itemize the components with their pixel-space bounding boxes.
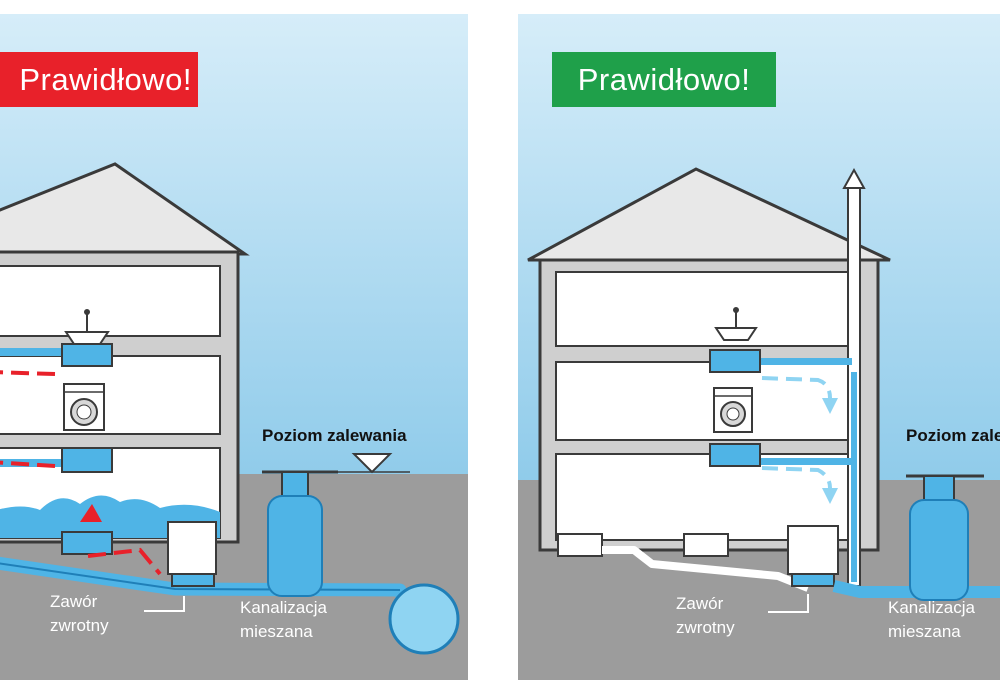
floor-drain-icon bbox=[557, 533, 603, 557]
valve-label: Zawór zwrotny bbox=[50, 590, 109, 638]
floor-drain-icon bbox=[709, 443, 761, 467]
backflow-valve-icon bbox=[171, 573, 215, 587]
basement-flood-water bbox=[0, 495, 220, 538]
panel-incorrect: Prawidłowo! Poziom zalewania Zawór zwrot… bbox=[0, 14, 468, 680]
flood-level-label: Poziom zalewania bbox=[906, 426, 1000, 445]
pipe-upper bbox=[0, 348, 65, 356]
panel-correct: Prawidłowo! Poziom zalewania Zawór zwrot… bbox=[518, 14, 1000, 680]
valve-pointer bbox=[768, 594, 809, 613]
valve-label: Zawór zwrotny bbox=[676, 592, 735, 640]
valve-label-line2: zwrotny bbox=[676, 618, 735, 637]
diagram-incorrect bbox=[0, 14, 468, 680]
banner-incorrect: Prawidłowo! bbox=[0, 52, 198, 107]
washing-machine-icon bbox=[713, 387, 753, 433]
flow-arrow-icon bbox=[822, 488, 838, 504]
valve-chamber bbox=[787, 525, 839, 575]
sewer-label: Kanalizacja mieszana bbox=[240, 596, 327, 644]
main-sewer-icon bbox=[388, 583, 460, 655]
floor-drain-icon bbox=[61, 531, 113, 555]
floor-attic bbox=[555, 271, 861, 347]
manhole-icon bbox=[906, 474, 984, 601]
floor-ground bbox=[0, 355, 221, 435]
washing-machine-icon bbox=[63, 383, 105, 431]
vent-arrow-icon bbox=[842, 167, 866, 189]
house bbox=[527, 167, 891, 552]
floor-drain-icon bbox=[61, 447, 113, 473]
floor-ground bbox=[555, 361, 861, 441]
floor-drain-icon bbox=[683, 533, 729, 557]
floor-attic bbox=[0, 265, 221, 337]
pipe-middle bbox=[736, 458, 852, 465]
pipe-upper bbox=[736, 358, 852, 365]
valve-label-line1: Zawór bbox=[676, 594, 724, 613]
stack-water bbox=[851, 372, 857, 582]
flow-arrows bbox=[761, 376, 832, 489]
roof bbox=[0, 162, 250, 256]
sewer-label-line1: Kanalizacja bbox=[240, 598, 327, 617]
valve-chamber bbox=[167, 521, 217, 575]
banner-correct: Prawidłowo! bbox=[552, 52, 776, 107]
diagram-correct bbox=[518, 14, 1000, 680]
pipe-middle bbox=[0, 459, 65, 467]
floor-drain-icon bbox=[61, 343, 113, 367]
backflow-arrows bbox=[0, 370, 162, 576]
flood-level-icon bbox=[351, 453, 393, 474]
sewer-label-line1: Kanalizacja bbox=[888, 598, 975, 617]
valve-label-line1: Zawór bbox=[50, 592, 98, 611]
valve-label-line2: zwrotny bbox=[50, 616, 109, 635]
sewer-label: Kanalizacja mieszana bbox=[888, 596, 975, 644]
flow-arrow-icon bbox=[822, 398, 838, 414]
floor-drain-icon bbox=[709, 349, 761, 373]
basement-pipe bbox=[602, 546, 810, 592]
sink-icon bbox=[714, 307, 758, 341]
danger-arrow-icon bbox=[80, 504, 102, 522]
sewer-label-line2: mieszana bbox=[240, 622, 313, 641]
sewer-pipe-edge bbox=[0, 562, 401, 591]
sewer-label-line2: mieszana bbox=[888, 622, 961, 641]
flood-level-label: Poziom zalewania bbox=[262, 426, 407, 445]
manhole-icon bbox=[262, 470, 338, 597]
backflow-valve-icon bbox=[791, 573, 835, 587]
valve-pointer bbox=[144, 596, 185, 612]
